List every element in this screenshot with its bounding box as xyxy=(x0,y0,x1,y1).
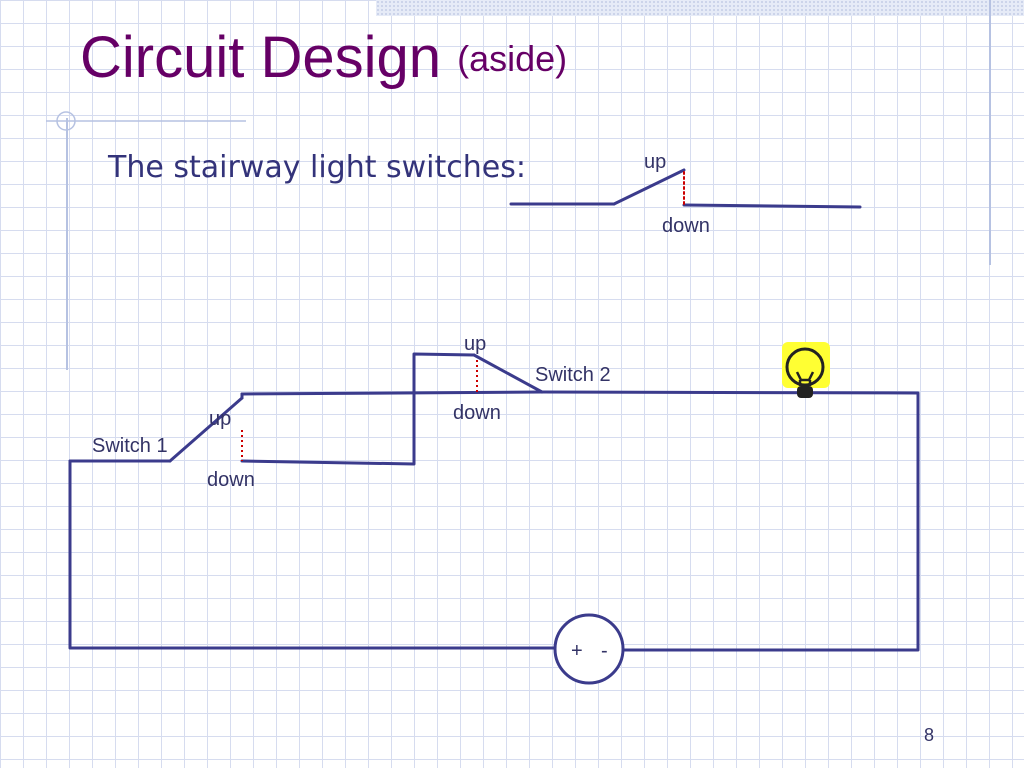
title-aside: (aside) xyxy=(457,38,568,79)
page-number: 8 xyxy=(924,725,935,745)
legend-up-label: up xyxy=(644,151,666,173)
legend-right-wire xyxy=(682,203,862,209)
switch2-up-label: up xyxy=(464,333,486,355)
switch1-name: Switch 1 xyxy=(92,435,168,457)
slide-title: Circuit Design (aside) xyxy=(80,26,567,90)
battery-minus-label: - xyxy=(601,640,608,662)
legend-switch-lever xyxy=(612,168,686,206)
switch1-down-label: down xyxy=(207,469,255,491)
switch2-down-label: down xyxy=(453,402,501,424)
switch2-name: Switch 2 xyxy=(535,364,611,386)
legend-switch xyxy=(509,168,862,209)
wire-lower-path xyxy=(240,352,476,466)
slide-subtitle: The stairway light switches: xyxy=(108,150,526,185)
wire-to-bulb-and-battery xyxy=(540,390,920,652)
right-divider xyxy=(989,0,991,265)
crosshair-decoration xyxy=(46,111,246,131)
switch1-lever xyxy=(168,396,244,463)
light-bulb-icon xyxy=(782,342,830,398)
header-band xyxy=(376,0,1024,16)
wire-upper-path xyxy=(240,390,544,396)
title-main: Circuit Design xyxy=(80,25,441,90)
wire-left-battery xyxy=(68,459,557,650)
switch1-up-label: up xyxy=(209,408,231,430)
battery-plus-label: + xyxy=(571,640,583,662)
switch2-lever xyxy=(472,353,544,394)
legend-down-label: down xyxy=(662,215,710,237)
battery-symbol xyxy=(553,613,625,685)
circuit-wires xyxy=(68,352,920,652)
left-divider xyxy=(66,118,68,370)
